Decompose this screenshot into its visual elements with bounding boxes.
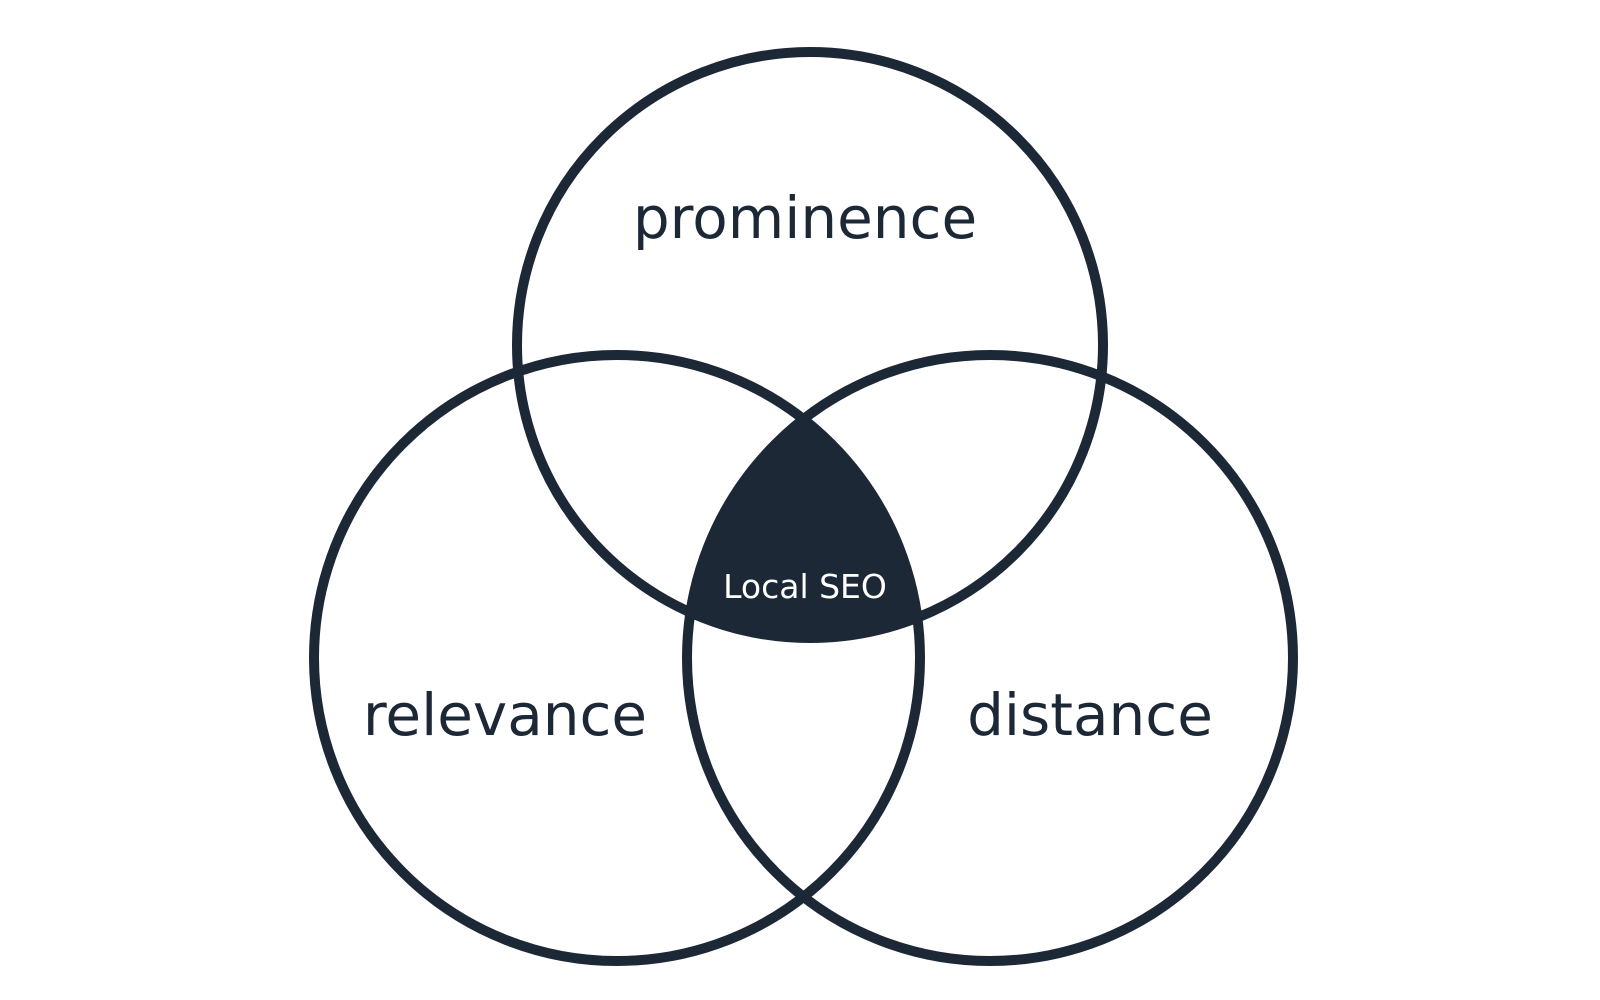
intersection-fill bbox=[687, 355, 920, 638]
prominence-circle bbox=[512, 47, 1108, 643]
distance-circle bbox=[682, 350, 1298, 966]
relevance-label: relevance bbox=[363, 681, 647, 749]
prominence-label: prominence bbox=[633, 184, 977, 252]
local-seo-label: Local SEO bbox=[723, 567, 887, 606]
relevance-circle bbox=[309, 350, 925, 966]
distance-label: distance bbox=[967, 681, 1213, 749]
